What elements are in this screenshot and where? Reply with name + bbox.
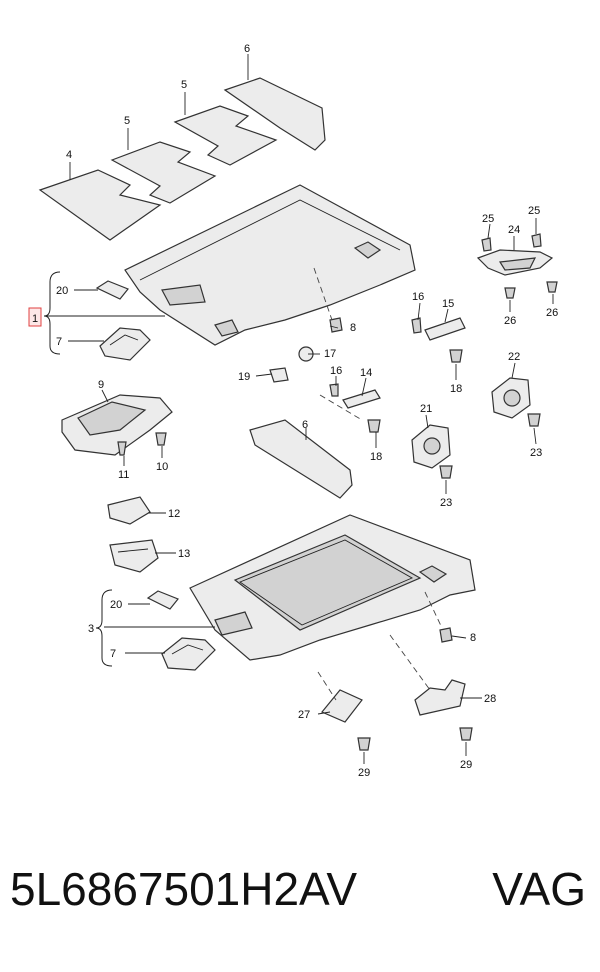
- screw-18-upper: [449, 349, 463, 363]
- headliner-3: [189, 514, 476, 661]
- trim-strip-15: [424, 317, 466, 341]
- callout-9: 9: [98, 379, 104, 391]
- screw-11: [117, 441, 127, 456]
- brace-3: [95, 589, 113, 667]
- callout-7-upper: 7: [56, 336, 62, 348]
- insulation-mat-6-top: [223, 77, 326, 151]
- callout-12: 12: [168, 508, 180, 520]
- callout-8-lower: 8: [470, 632, 476, 644]
- screw-10: [155, 432, 167, 446]
- brace-1: [43, 271, 61, 355]
- screw-23-right: [527, 413, 541, 427]
- handle-cover-20-lower: [146, 590, 179, 610]
- callout-4: 4: [66, 149, 72, 161]
- callout-21: 21: [420, 403, 432, 415]
- callout-16-upper: 16: [412, 291, 424, 303]
- callout-22: 22: [508, 351, 520, 363]
- callout-20-upper: 20: [56, 285, 68, 297]
- callout-24: 24: [508, 224, 520, 236]
- callout-16-middle: 16: [330, 365, 342, 377]
- callout-1: 1: [32, 313, 38, 325]
- part-caption: 5L6867501H2AV VAG: [10, 862, 590, 932]
- handle-mount-22: [491, 377, 531, 419]
- insulation-mat-4: [38, 169, 162, 241]
- callout-29-left: 29: [358, 767, 370, 779]
- callout-19: 19: [238, 371, 250, 383]
- callout-27: 27: [298, 709, 310, 721]
- clip-8-lower: [439, 627, 453, 643]
- clip-16-upper: [411, 317, 422, 334]
- cover-13: [109, 539, 159, 573]
- screw-18-middle: [367, 419, 381, 433]
- headliner-1: [124, 184, 416, 346]
- callout-17: 17: [324, 348, 336, 360]
- callout-5-front: 5: [124, 115, 130, 127]
- screw-29-right: [459, 727, 473, 741]
- callout-labels: 1 3 4 5 5 6 6 7 7 8 8 9 10 11 12 13 14 1…: [32, 43, 558, 779]
- callout-6-top: 6: [244, 43, 250, 55]
- callout-8-upper: 8: [350, 322, 356, 334]
- roof-console-9: [61, 394, 173, 456]
- callout-28: 28: [484, 693, 496, 705]
- callout-3: 3: [88, 623, 94, 635]
- bracket-24: [476, 249, 554, 276]
- callout-26-left: 26: [504, 315, 516, 327]
- callout-20-lower: 20: [110, 599, 122, 611]
- callout-18-upper: 18: [450, 383, 462, 395]
- callout-26-right: 26: [546, 307, 558, 319]
- callout-15: 15: [442, 298, 454, 310]
- clip-25-right: [531, 233, 542, 248]
- callout-18-middle: 18: [370, 451, 382, 463]
- screw-26-left: [504, 287, 516, 299]
- plug-19: [269, 367, 289, 383]
- callout-25-right: 25: [528, 205, 540, 217]
- leader-lines: [44, 54, 554, 764]
- grab-handle-7-lower: [161, 637, 216, 671]
- assembly-lines: [313, 267, 443, 701]
- bracket-27: [321, 689, 363, 723]
- callout-7-lower: 7: [110, 648, 116, 660]
- screw-23-left: [439, 465, 453, 479]
- callout-6-middle: 6: [302, 419, 308, 431]
- callout-29-right: 29: [460, 759, 472, 771]
- insulation-mat-6-middle: [249, 419, 353, 499]
- handle-cover-20-upper: [95, 280, 129, 300]
- callout-23-right: 23: [530, 447, 542, 459]
- callout-14: 14: [360, 367, 372, 379]
- grab-handle-7-upper: [99, 327, 151, 361]
- trim-strip-14: [342, 389, 381, 409]
- callout-23-left: 23: [440, 497, 452, 509]
- screw-29-left: [357, 737, 371, 751]
- handle-mount-21: [411, 424, 451, 469]
- clip-16-middle: [329, 383, 339, 397]
- brand-name: VAG: [492, 863, 586, 915]
- screw-26-right: [546, 281, 558, 293]
- callout-5-rear: 5: [181, 79, 187, 91]
- callout-13: 13: [178, 548, 190, 560]
- clip-8-upper: [329, 317, 343, 333]
- clip-25-left: [481, 237, 492, 252]
- cover-12: [107, 496, 151, 525]
- insulation-mat-5-front: [110, 141, 217, 204]
- callout-10: 10: [156, 461, 168, 473]
- insulation-mat-5-rear: [173, 105, 278, 166]
- callout-1-highlight: [28, 307, 42, 327]
- bracket-28: [414, 679, 466, 716]
- callout-25-left: 25: [482, 213, 494, 225]
- part-number: 5L6867501H2AV: [10, 863, 357, 915]
- callout-11: 11: [118, 469, 129, 481]
